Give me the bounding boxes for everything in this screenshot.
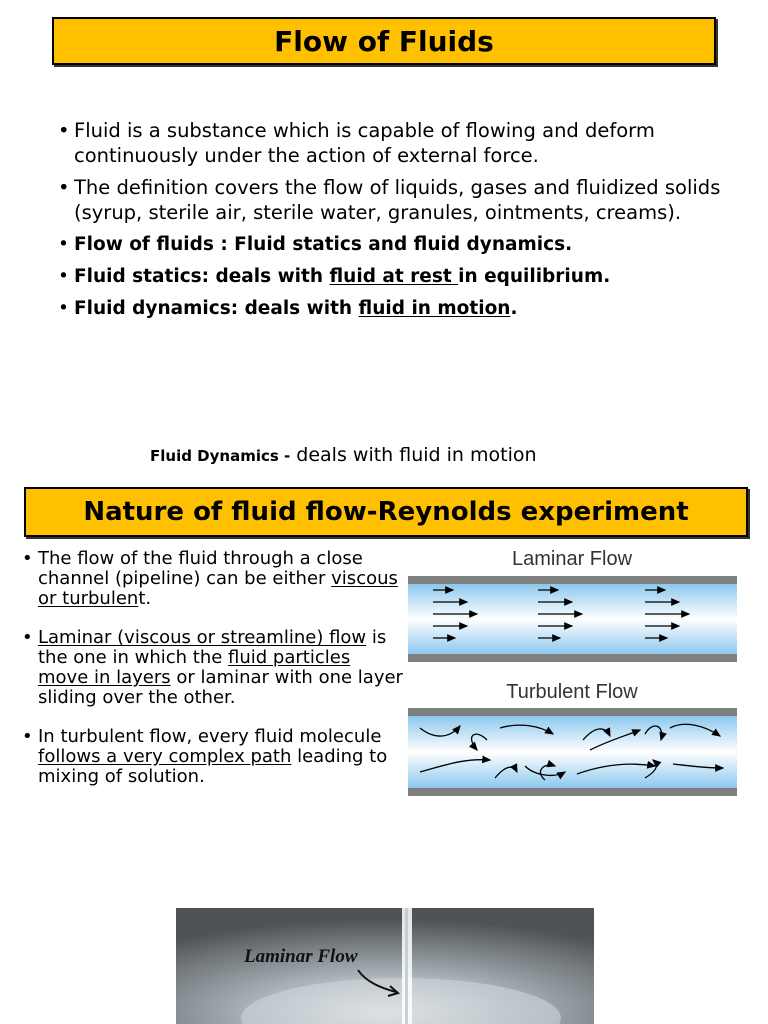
laminar-arrows [433, 586, 691, 642]
water-stream-core [405, 908, 408, 1024]
photo-laminar-flow-label: Laminar Flow [243, 946, 358, 967]
slide-title-text: Nature of fluid flow-Reynolds experiment [83, 497, 689, 527]
bullet-fluid-definition: Fluid is a substance which is capable of… [58, 118, 724, 168]
photo-arrow-head [387, 985, 401, 997]
viscous-or-turbulent-underlined: viscous or turbulen [38, 568, 398, 609]
fluid-statics-text-end: in equilibrium. [458, 266, 611, 287]
bullet-definition-coverage: The definition covers the flow of liquid… [58, 175, 724, 225]
bullet-flow-of-fluids: Flow of fluids : Fluid statics and fluid… [58, 232, 724, 257]
bullet-turbulent-flow: In turbulent flow, every fluid molecule … [22, 726, 403, 787]
slide-title-reynolds-experiment: Nature of fluid flow-Reynolds experiment [24, 487, 748, 537]
pipe-wall-top [408, 576, 737, 584]
pipe-fluid [408, 584, 737, 654]
fluid-in-motion-underlined: fluid in motion [358, 298, 511, 319]
channel-text-end: t. [138, 588, 152, 609]
pipe-wall-bottom [408, 654, 737, 662]
complex-path-underlined: follows a very complex path [38, 746, 292, 767]
turbulent-arrows [419, 723, 725, 781]
flow-pipe-diagram: Laminar Flow Turbulent Flow [408, 548, 737, 796]
pipe-wall-bottom [408, 788, 737, 796]
fluid-dynamics-caption: Fluid Dynamics - deals with fluid in mot… [150, 444, 537, 466]
slide-title-text: Flow of Fluids [274, 24, 494, 58]
fluid-dynamics-text: Fluid dynamics: deals with [74, 298, 359, 319]
turbulent-text-end: leading to mixing of solution. [38, 746, 388, 787]
turbulent-pipe [408, 708, 737, 796]
fluid-at-rest-underlined: fluid at rest [329, 266, 459, 287]
fluid-dynamics-text-end: . [510, 298, 518, 319]
caption-text: deals with fluid in motion [290, 444, 537, 466]
slide-title-flow-of-fluids: Flow of Fluids [52, 17, 716, 65]
laminar-flow-underlined: Laminar (viscous or streamline) flow [38, 627, 367, 648]
pipe-wall-top [408, 708, 737, 716]
turbulent-flow-label: Turbulent Flow [506, 681, 638, 703]
bullet-fluid-statics: Fluid statics: deals with fluid at rest … [58, 264, 724, 289]
water-pool [241, 978, 561, 1024]
laminar-flow-label: Laminar Flow [512, 548, 633, 570]
caption-heading: Fluid Dynamics - [150, 447, 291, 465]
definition-bullet-list: Fluid is a substance which is capable of… [58, 118, 724, 328]
laminar-text-end: or laminar with one layer sliding over t… [38, 667, 403, 708]
channel-text: The flow of the fluid through a close ch… [38, 548, 363, 589]
layers-underlined: fluid particles move in layers [38, 647, 351, 688]
laminar-text: is the one in which the [38, 627, 387, 668]
bullet-fluid-dynamics: Fluid dynamics: deals with fluid in moti… [58, 296, 724, 321]
laminar-flow-photo: Laminar Flow [176, 908, 594, 1024]
flow-type-bullet-list: The flow of the fluid through a close ch… [22, 548, 403, 806]
bullet-flow-through-channel: The flow of the fluid through a close ch… [22, 548, 403, 609]
laminar-pipe [408, 576, 737, 662]
bullet-laminar-flow: Laminar (viscous or streamline) flow is … [22, 627, 403, 708]
pipe-fluid [408, 716, 737, 788]
photo-label-arrow [357, 969, 397, 993]
fluid-statics-text: Fluid statics: deals with [74, 266, 330, 287]
turbulent-text: In turbulent flow, every fluid molecule [38, 726, 382, 747]
